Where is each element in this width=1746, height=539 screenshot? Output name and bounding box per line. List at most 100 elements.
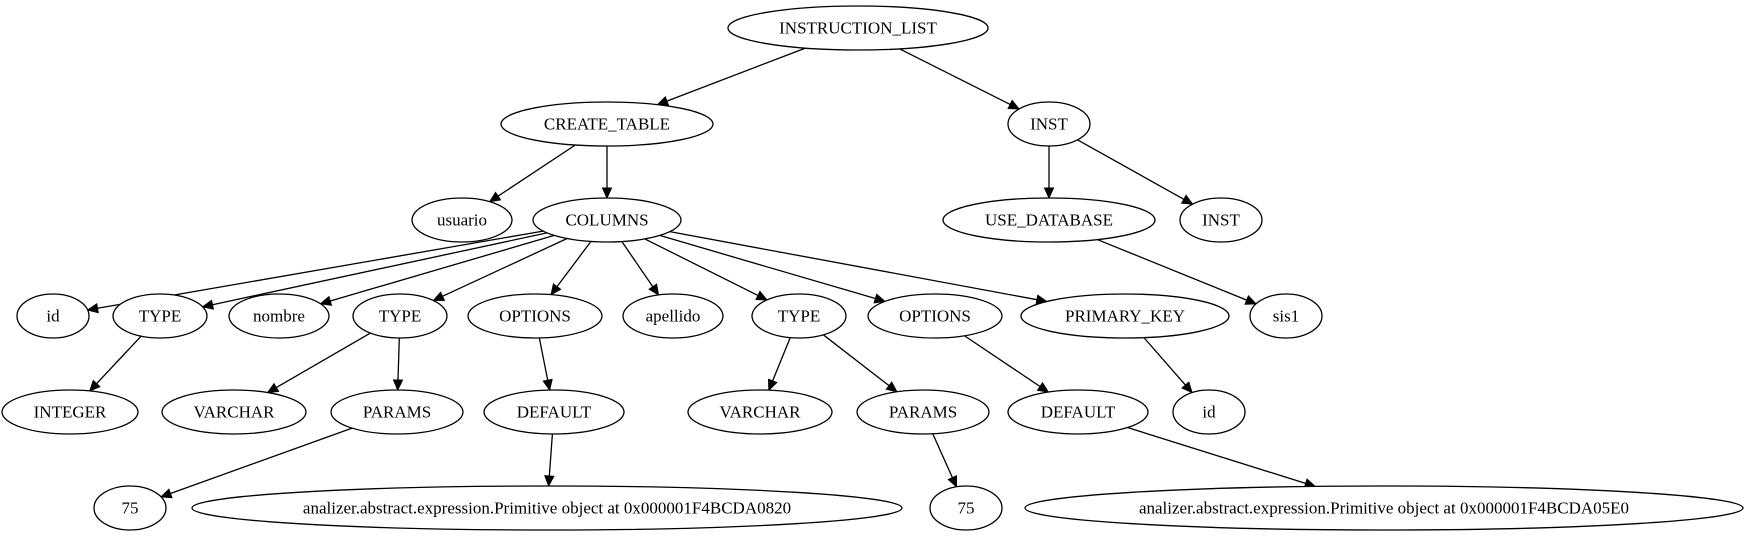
edge-line bbox=[397, 337, 400, 381]
edge-n4-n9 bbox=[319, 234, 555, 306]
edge-line bbox=[1097, 238, 1247, 301]
edge-n4-n11 bbox=[550, 241, 592, 296]
edge-n11-n20 bbox=[538, 337, 553, 392]
node-label: analizer.abstract.expression.Primitive o… bbox=[1139, 499, 1629, 518]
node-label: INST bbox=[1202, 211, 1240, 230]
node-varchar: VARCHAR bbox=[161, 389, 307, 435]
node-instruction-list: INSTRUCTION_LIST bbox=[727, 5, 989, 51]
node-nombre: nombre bbox=[228, 293, 330, 339]
node-id: id bbox=[16, 293, 90, 339]
arrowhead-icon bbox=[947, 475, 958, 488]
edge-line bbox=[899, 48, 1011, 106]
node-use-database: USE_DATABASE bbox=[942, 197, 1156, 243]
edge-line bbox=[538, 337, 549, 381]
node-label: TYPE bbox=[139, 307, 182, 326]
node-label: OPTIONS bbox=[899, 307, 971, 326]
arrowhead-icon bbox=[1180, 194, 1194, 205]
node-label: nombre bbox=[253, 307, 305, 326]
edge-n15-n24 bbox=[1143, 337, 1193, 394]
node-75: 75 bbox=[929, 485, 1003, 531]
node-type: TYPE bbox=[112, 293, 208, 339]
arrowhead-icon bbox=[432, 291, 446, 302]
arrowhead-icon bbox=[86, 303, 99, 314]
node-label: CREATE_TABLE bbox=[544, 115, 670, 134]
edge-line bbox=[275, 332, 371, 389]
edge-n1-n4 bbox=[601, 146, 613, 200]
node-columns: COLUMNS bbox=[532, 197, 682, 243]
edge-n0-n1 bbox=[656, 47, 806, 106]
edge-n20-n26 bbox=[544, 433, 555, 488]
edge-line bbox=[497, 144, 576, 197]
edge-line bbox=[772, 337, 791, 382]
edge-n4-n12 bbox=[621, 241, 660, 296]
arrowhead-icon bbox=[601, 187, 613, 200]
edge-line bbox=[96, 335, 142, 385]
node-integer: INTEGER bbox=[1, 389, 139, 435]
node-label: INSTRUCTION_LIST bbox=[779, 19, 937, 38]
node-label: usuario bbox=[437, 211, 487, 230]
node-label: OPTIONS bbox=[499, 307, 571, 326]
node-label: INTEGER bbox=[34, 403, 107, 422]
arrowhead-icon bbox=[1036, 381, 1050, 393]
node-create-table: CREATE_TABLE bbox=[500, 101, 714, 147]
edge-line bbox=[621, 241, 654, 288]
edge-n23-n28 bbox=[1127, 426, 1317, 489]
node-id: id bbox=[1172, 389, 1246, 435]
node-label: VARCHAR bbox=[194, 403, 276, 422]
node-label: DEFAULT bbox=[1041, 403, 1116, 422]
arrowhead-icon bbox=[542, 378, 553, 392]
arrowhead-icon bbox=[648, 283, 660, 296]
edge-line bbox=[170, 427, 353, 495]
node-sis1: sis1 bbox=[1249, 293, 1323, 339]
edge-line bbox=[644, 238, 759, 297]
node-label: analizer.abstract.expression.Primitive o… bbox=[303, 499, 791, 518]
arrowhead-icon bbox=[88, 379, 101, 392]
node-label: PARAMS bbox=[363, 403, 431, 422]
node-label: VARCHAR bbox=[720, 403, 802, 422]
edge-line bbox=[822, 334, 890, 387]
edge-line bbox=[1127, 426, 1306, 485]
edge-n8-n17 bbox=[88, 335, 142, 392]
node-primitive-object-a: analizer.abstract.expression.Primitive o… bbox=[191, 485, 903, 531]
edge-line bbox=[1077, 139, 1185, 200]
node-label: 75 bbox=[958, 499, 975, 518]
edge-n1-n3 bbox=[488, 144, 576, 203]
edge-n0-n2 bbox=[899, 48, 1021, 110]
node-default: DEFAULT bbox=[483, 389, 625, 435]
arrowhead-icon bbox=[755, 290, 768, 301]
node-label: sis1 bbox=[1273, 307, 1299, 326]
node-75: 75 bbox=[93, 485, 167, 531]
node-label: DEFAULT bbox=[517, 403, 592, 422]
edge-line bbox=[666, 47, 806, 102]
node-type: TYPE bbox=[751, 293, 847, 339]
edge-n4-n10 bbox=[432, 237, 568, 302]
node-options: OPTIONS bbox=[467, 293, 603, 339]
edge-n14-n23 bbox=[964, 335, 1050, 393]
node-apellido: apellido bbox=[622, 293, 724, 339]
node-label: 75 bbox=[122, 499, 139, 518]
edge-line bbox=[330, 234, 555, 302]
edges-layer bbox=[86, 47, 1317, 499]
arrowhead-icon bbox=[1043, 187, 1055, 200]
arrowhead-icon bbox=[1181, 381, 1193, 394]
node-varchar: VARCHAR bbox=[687, 389, 833, 435]
node-primitive-object-b: analizer.abstract.expression.Primitive o… bbox=[1024, 485, 1744, 531]
edge-line bbox=[932, 433, 954, 478]
edge-n4-n13 bbox=[644, 238, 768, 301]
node-label: apellido bbox=[646, 307, 701, 326]
node-label: id bbox=[1202, 403, 1216, 422]
node-params: PARAMS bbox=[856, 389, 990, 435]
node-options: OPTIONS bbox=[867, 293, 1003, 339]
arrowhead-icon bbox=[656, 95, 670, 106]
edge-n2-n6 bbox=[1077, 139, 1194, 205]
edge-n4-n14 bbox=[659, 234, 887, 304]
arrowhead-icon bbox=[1244, 295, 1258, 305]
edge-n2-n5 bbox=[1043, 146, 1055, 200]
node-usuario: usuario bbox=[411, 197, 513, 243]
arrowhead-icon bbox=[392, 379, 404, 392]
edge-n22-n27 bbox=[932, 433, 958, 488]
edge-n5-n16 bbox=[1097, 238, 1258, 305]
node-label: TYPE bbox=[778, 307, 821, 326]
node-inst: INST bbox=[1007, 101, 1091, 147]
